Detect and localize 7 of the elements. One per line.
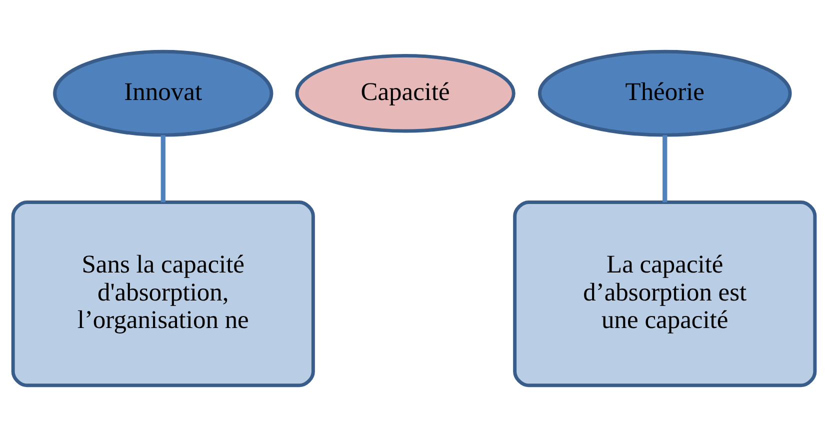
- node-box: La capacité d’absorption est une capacité: [513, 200, 817, 387]
- node-ellipse: Capacité: [295, 53, 516, 132]
- connector: [160, 134, 166, 202]
- node-ellipse: Théorie: [538, 49, 792, 136]
- node-ellipse: Innovat: [53, 49, 274, 136]
- connector: [662, 134, 668, 202]
- node-box: Sans la capacité d'absorption, l’organisation ne: [11, 200, 315, 387]
